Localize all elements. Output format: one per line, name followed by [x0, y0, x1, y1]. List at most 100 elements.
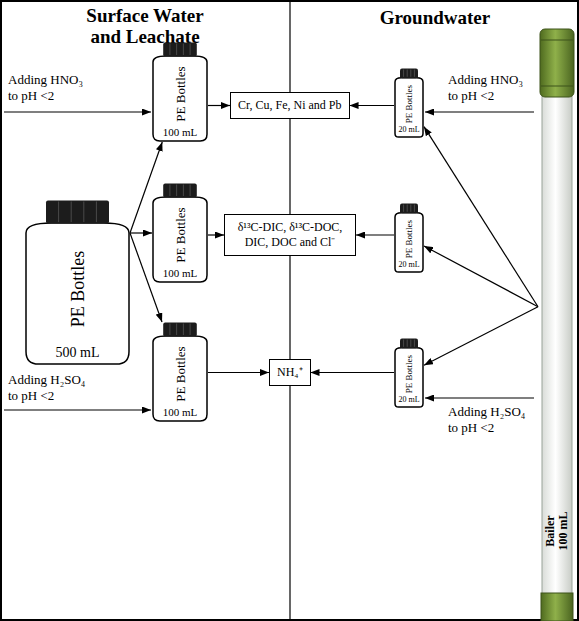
- cap-rib: [403, 340, 404, 347]
- analyte-box: Cr, Cu, Fe, Ni and Pb: [230, 92, 350, 119]
- bailer-bottom-cap: [541, 593, 573, 621]
- treatment-note: Adding H₂SO₄ to pH <2: [8, 372, 92, 403]
- sample-bottle: 20 mL PE Bottles: [394, 68, 424, 138]
- cap-rib: [407, 205, 408, 212]
- cap-rib: [407, 70, 408, 77]
- bottle-body: [395, 78, 423, 137]
- cap-band: [541, 86, 573, 87]
- flow-arrow: [130, 232, 152, 233]
- bottle-cap: [163, 323, 197, 337]
- cap-band: [541, 40, 573, 41]
- column-heading: Groundwater: [335, 8, 535, 29]
- acid-arrow: [4, 111, 151, 112]
- bottle-cap: [400, 204, 418, 214]
- sample-bottle: 100 mL PE Bottles: [152, 322, 208, 422]
- cap-rib: [169, 324, 170, 336]
- treatment-note: Adding HNO₃ to pH <2: [448, 72, 532, 103]
- bottle-text: PE Bottles: [405, 354, 414, 392]
- flow-arrow: [424, 246, 538, 307]
- acid-arrow: [4, 409, 151, 410]
- sample-bottle: 100 mL PE Bottles: [152, 183, 208, 283]
- sample-bottle: 100 mL PE Bottles: [152, 42, 208, 142]
- cap-rib: [414, 70, 415, 77]
- cap-rib: [190, 44, 191, 56]
- bottle-cap: [163, 184, 197, 198]
- cap-rib: [176, 44, 177, 56]
- flow-arrow: [424, 127, 538, 307]
- bottle-cap: [46, 201, 109, 224]
- bottle-text: PE Bottles: [69, 251, 87, 328]
- bottle-body: [153, 197, 207, 282]
- sample-bottle: 500 mL PE Bottles: [25, 200, 130, 365]
- cap-rib: [183, 185, 184, 197]
- cap-rib: [403, 70, 404, 77]
- cap-rib: [96, 202, 97, 223]
- analyte-text: Cr, Cu, Fe, Ni and Pb: [238, 98, 342, 113]
- analyte-box: δ¹³C-DIC, δ¹³C-DOC, DIC, DOC and Cl⁻: [224, 214, 356, 256]
- cap-rib: [410, 70, 411, 77]
- cap-rib: [183, 324, 184, 336]
- cap-rib: [410, 340, 411, 347]
- flow-arrow: [350, 105, 394, 106]
- bottle-text: PE Bottles: [174, 346, 187, 401]
- bottle-body: [153, 56, 207, 141]
- cap-rib: [58, 202, 59, 223]
- cap-rib: [407, 340, 408, 347]
- bottle-cap: [163, 43, 197, 57]
- cap-rib: [176, 185, 177, 197]
- volume-text: 500 mL: [25, 345, 130, 362]
- acid-arrow: [425, 397, 534, 398]
- bottle-cap: [400, 69, 418, 79]
- bailer-tube: [542, 94, 572, 595]
- treatment-note: Adding H₂SO₄ to pH <2: [448, 404, 532, 435]
- column-heading: Surface Water and Leachate: [75, 6, 215, 48]
- cap-rib: [176, 324, 177, 336]
- bottle-body: [395, 213, 423, 272]
- flow-arrow: [208, 372, 269, 373]
- cap-rib: [410, 205, 411, 212]
- cap-rib: [169, 44, 170, 56]
- flow-arrow: [424, 307, 538, 366]
- bailer-top-cap: [540, 29, 574, 97]
- cap-rib: [183, 44, 184, 56]
- cap-rib: [190, 324, 191, 336]
- cap-rib: [414, 340, 415, 347]
- cap-rib: [83, 202, 84, 223]
- volume-text: 20 mL: [394, 125, 424, 135]
- bailer-text: Bailer: [544, 512, 557, 551]
- flow-arrow: [311, 372, 394, 373]
- bottle-body: [153, 336, 207, 421]
- bottle-body: [395, 348, 423, 407]
- bailer-text-group: Bailer100 mL: [544, 512, 569, 551]
- cap-rib: [414, 205, 415, 212]
- sample-bottle: 20 mL PE Bottles: [394, 203, 424, 273]
- bottle-text: PE Bottles: [174, 66, 187, 121]
- treatment-note: Adding HNO₃ to pH <2: [8, 72, 92, 103]
- cap-rib: [403, 205, 404, 212]
- cap-rib: [190, 185, 191, 197]
- volume-text: 20 mL: [394, 395, 424, 405]
- analyte-text: NH₄⁺: [277, 365, 303, 380]
- volume-text: 20 mL: [394, 260, 424, 270]
- analyte-box: NH₄⁺: [269, 359, 311, 386]
- bailer-text: 100 mL: [557, 512, 570, 551]
- flow-arrow: [208, 234, 224, 235]
- analyte-text: δ¹³C-DIC, δ¹³C-DOC, DIC, DOC and Cl⁻: [232, 220, 348, 250]
- flow-arrow: [208, 105, 230, 106]
- volume-text: 100 mL: [152, 126, 208, 139]
- cap-rib: [71, 202, 72, 223]
- bottle-text: PE Bottles: [405, 219, 414, 257]
- bottle-text: PE Bottles: [405, 84, 414, 122]
- volume-text: 100 mL: [152, 267, 208, 280]
- flow-arrow: [356, 234, 394, 235]
- bailer-node: Bailer100 mL: [538, 28, 576, 621]
- bottle-cap: [400, 339, 418, 349]
- volume-text: 100 mL: [152, 406, 208, 419]
- bottle-text: PE Bottles: [174, 207, 187, 262]
- acid-arrow: [425, 111, 534, 112]
- cap-rib: [169, 185, 170, 197]
- bottle-body: [26, 223, 129, 364]
- sample-bottle: 20 mL PE Bottles: [394, 338, 424, 408]
